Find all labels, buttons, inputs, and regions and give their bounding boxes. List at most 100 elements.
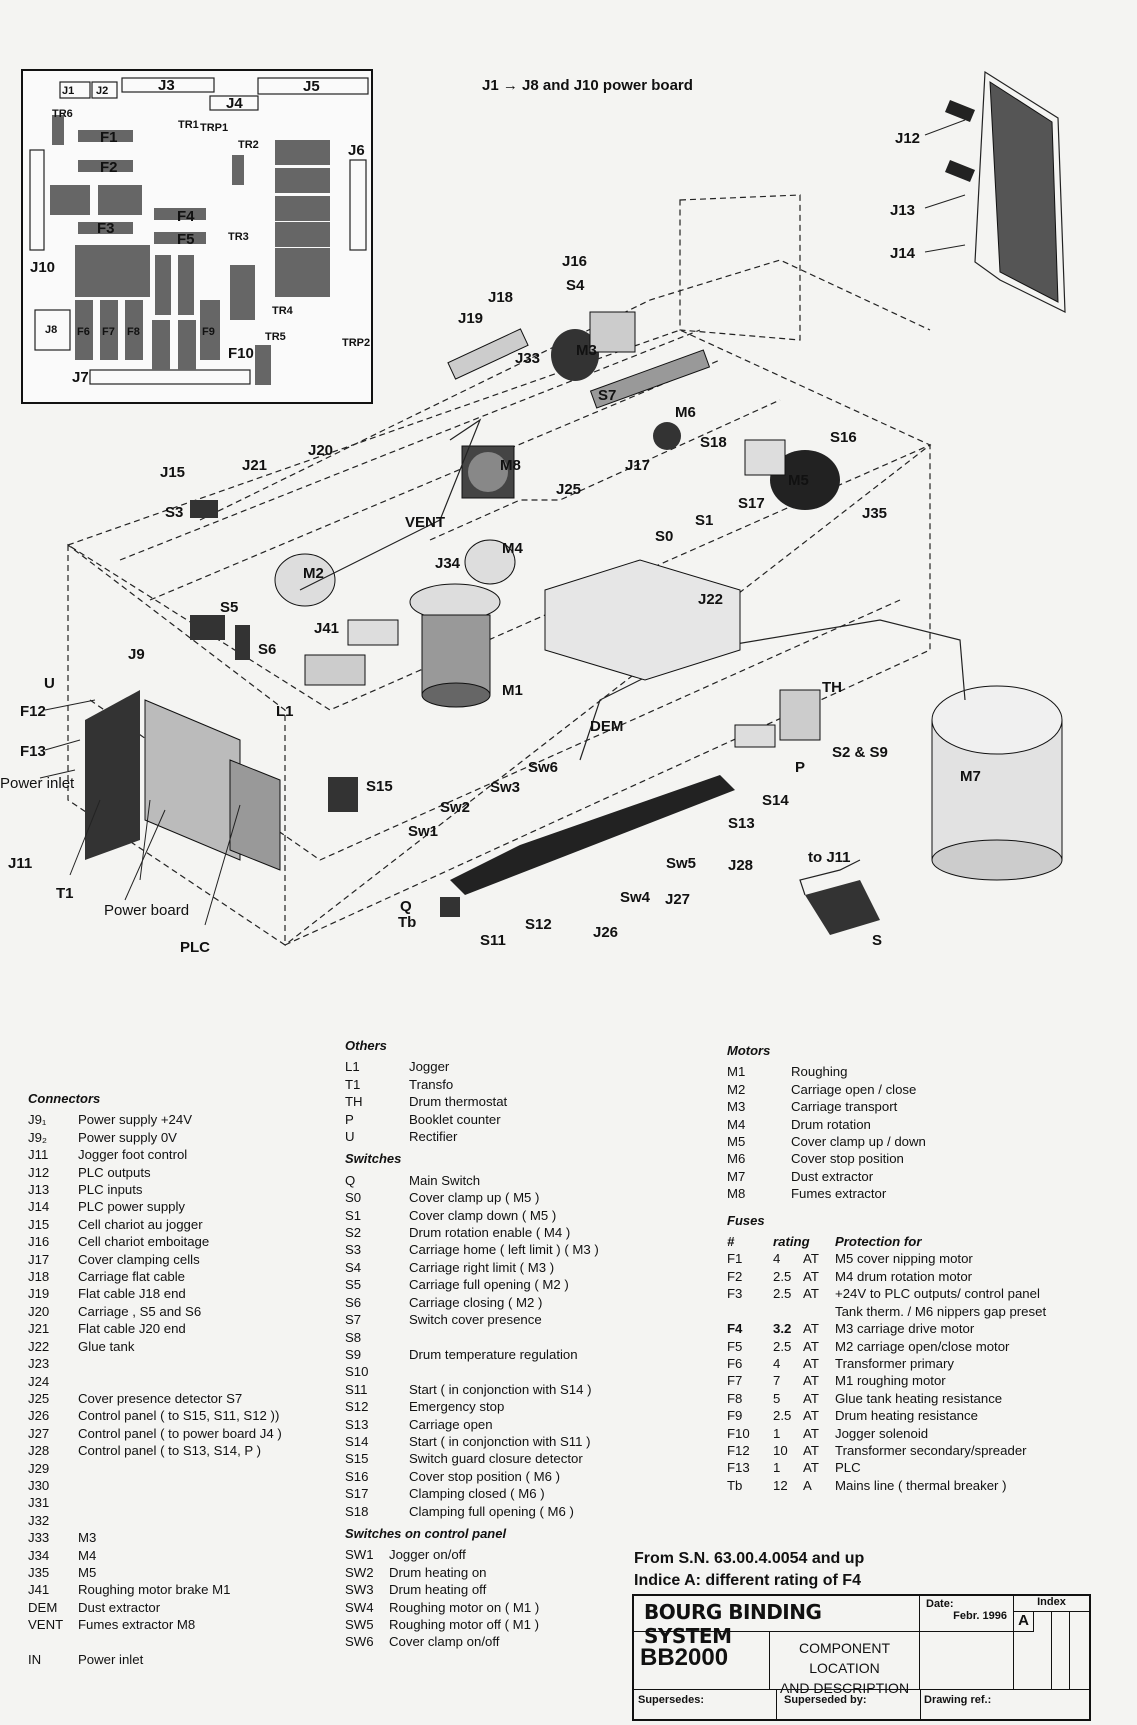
legend-code: J32: [28, 1512, 50, 1528]
fuse-desc: +24V to PLC outputs/ control panel: [835, 1286, 1040, 1302]
legend-code: TH: [345, 1094, 363, 1110]
legend-code: M8: [727, 1186, 746, 1202]
legend-desc: Control panel ( to S15, S11, S12 )): [78, 1408, 280, 1424]
legend-code: S13: [345, 1416, 369, 1432]
legend-code: J9₂: [28, 1129, 48, 1145]
label-j14: J14: [890, 245, 916, 262]
label-m2: M2: [303, 565, 324, 582]
label-j15: J15: [160, 464, 185, 481]
legend-desc: Cover clamp down ( M5 ): [409, 1207, 557, 1223]
fuse-code: F13: [727, 1460, 750, 1476]
board-label: F2: [100, 159, 118, 176]
fuse-unit: AT: [803, 1390, 819, 1406]
fuse-code: F8: [727, 1390, 743, 1406]
legend-desc: Cover stop position ( M6 ): [409, 1468, 560, 1484]
label-s13: S13: [728, 815, 755, 832]
legend-code: J16: [28, 1234, 50, 1250]
board-label: F8: [127, 326, 140, 338]
fuse-code: F9: [727, 1408, 743, 1424]
legend-desc: Start ( in conjonction with S14 ): [409, 1381, 592, 1397]
label-j17: J17: [625, 457, 650, 474]
label-j19: J19: [458, 310, 483, 327]
fuse-desc: Transformer secondary/spreader: [835, 1442, 1027, 1458]
fuse-unit: A: [803, 1477, 812, 1493]
fuse-unit: [803, 1303, 835, 1320]
legend-code: SW3: [345, 1582, 374, 1598]
label-p: P: [795, 759, 805, 776]
legend-heading: Fuses: [727, 1212, 765, 1228]
fuse-unit: AT: [803, 1442, 819, 1458]
legend-code: J27: [28, 1425, 50, 1441]
label-s4: S4: [566, 277, 585, 294]
legend-code: L1: [345, 1059, 360, 1075]
legend-desc: Roughing motor on ( M1 ): [389, 1599, 540, 1615]
label-sw1: Sw1: [408, 823, 438, 840]
label-j33: J33: [515, 350, 540, 367]
fuse-col-hash: #: [727, 1234, 735, 1250]
model-number: BB2000: [640, 1644, 729, 1671]
fuse-rating: 10: [773, 1442, 788, 1458]
legend-row: ​: [28, 1634, 282, 1651]
label-j22: J22: [698, 591, 723, 608]
fuse-unit: AT: [803, 1373, 819, 1389]
legend-code: J11: [28, 1147, 49, 1163]
label-j28: J28: [728, 857, 753, 874]
legend-code: M7: [727, 1168, 746, 1184]
legend-desc: Flat cable J18 end: [78, 1286, 186, 1302]
label-s11: S11: [480, 932, 506, 949]
title-block: BOURG BINDING SYSTEM BB2000 COMPONENT LO…: [632, 1594, 1091, 1721]
label-s2-s9: S2 & S9: [832, 744, 888, 761]
legend-code: J35: [28, 1564, 50, 1580]
fuse-rating: 12: [773, 1477, 788, 1493]
divider: [920, 1690, 921, 1719]
board-label: TR1: [178, 119, 199, 131]
callout-labels: J12 J13 J14 J16 S4 J18 J19 J33 M3 S7 M6 …: [0, 130, 981, 956]
date-label: Date:: [926, 1598, 954, 1610]
legend-row: S10​: [345, 1363, 599, 1380]
label-tb: Tb: [398, 914, 416, 931]
legend-code: M6: [727, 1151, 746, 1167]
label-f13: F13: [20, 743, 46, 760]
model-cell: BB2000: [634, 1632, 770, 1690]
board-label: F7: [102, 326, 115, 338]
fuse-rating: 3.2: [773, 1321, 792, 1337]
label-j18: J18: [488, 289, 513, 306]
fuse-code: F1: [727, 1251, 743, 1267]
legend-desc: Jogger foot control: [78, 1147, 188, 1163]
label-s3: S3: [165, 504, 183, 521]
board-label: TR4: [272, 305, 294, 317]
legend-desc: M5: [78, 1564, 97, 1580]
legend-code: P: [345, 1111, 354, 1127]
legend-code: M3: [727, 1099, 746, 1115]
board-label: F5: [177, 231, 195, 248]
legend-desc: M4: [78, 1547, 97, 1563]
legend-code: DEM: [28, 1599, 58, 1615]
legend-code: S17: [345, 1486, 369, 1502]
label-m7: M7: [960, 768, 981, 785]
legend-desc: Carriage right limit ( M3 ): [409, 1259, 555, 1275]
legend-row: J23​: [28, 1355, 282, 1372]
board-label: TR2: [238, 139, 259, 151]
legend-desc: Start ( in conjonction with S11 ): [409, 1433, 591, 1449]
